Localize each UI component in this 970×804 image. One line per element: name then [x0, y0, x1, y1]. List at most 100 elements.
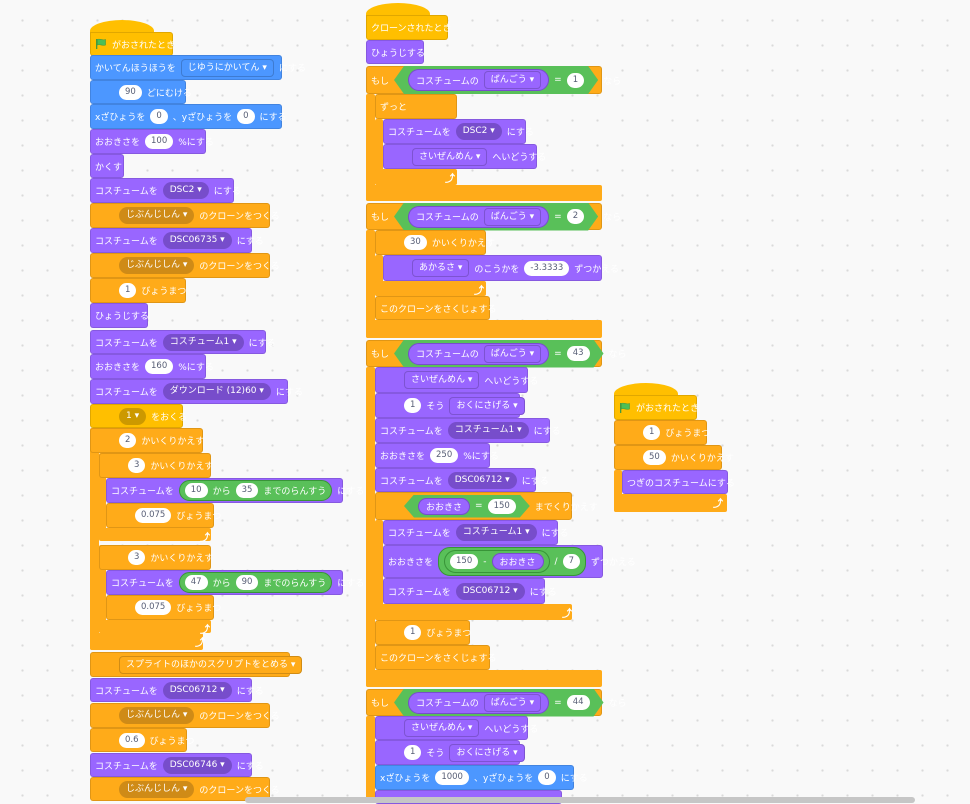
number-input[interactable]: 100 [145, 134, 174, 149]
looks-block[interactable]: コスチュームをDSC06735にする [90, 228, 264, 253]
number-input[interactable]: 0 [150, 109, 168, 124]
dropdown-menu[interactable]: おくにさげる [449, 743, 525, 762]
number-input[interactable]: 3 [128, 550, 146, 565]
control-block[interactable]: ずっと [375, 94, 457, 119]
dropdown-menu[interactable]: じぶんじしん [119, 207, 195, 224]
number-input[interactable]: 10 [184, 483, 208, 498]
dropdown-menu[interactable]: じぶんじしん [119, 780, 195, 798]
number-input[interactable]: 1000 [435, 770, 469, 785]
number-input[interactable]: 35 [235, 483, 259, 498]
number-input[interactable]: 90 [119, 84, 142, 100]
motion-block[interactable]: かいてんほうほうをじゆうにかいてんにする [90, 55, 306, 80]
looks-block[interactable]: コスチュームをDSC06746にする [90, 753, 264, 777]
looks-reporter[interactable]: コスチュームのばんごう [408, 692, 549, 714]
dropdown-menu[interactable]: さいぜんめん [404, 719, 480, 737]
control-block[interactable]: このクローンをさくじょする [375, 645, 497, 670]
dropdown-menu[interactable]: DSC06735 [162, 232, 232, 249]
dropdown-menu[interactable]: さいぜんめん [404, 371, 480, 389]
looks-block[interactable]: コスチュームをDSC06712にする [375, 468, 549, 492]
control-block[interactable]: じぶんじしんのクローンをつくる [90, 203, 280, 228]
control-block[interactable]: このクローンをさくじょする [375, 296, 497, 320]
dropdown-menu[interactable]: DSC06746 [162, 756, 232, 774]
number-input[interactable]: -3.3333 [524, 260, 570, 276]
number-input[interactable]: 50 [643, 450, 666, 465]
control-block[interactable]: スプライトのほかのスクリプトをとめる [90, 652, 303, 677]
number-input[interactable]: 1 [567, 73, 584, 88]
operator-reporter[interactable]: 150-おおきさ [444, 550, 550, 573]
number-input[interactable]: 0.075 [135, 600, 172, 615]
number-input[interactable]: 1 [404, 625, 422, 640]
dropdown-menu[interactable]: スプライトのほかのスクリプトをとめる [119, 655, 303, 674]
looks-block[interactable]: コスチュームをDSC2にする [90, 178, 241, 203]
number-input[interactable]: 1 [119, 283, 137, 298]
dropdown-menu[interactable]: コスチューム1 [162, 333, 244, 351]
dropdown-menu[interactable]: DSC2 [455, 123, 502, 140]
boolean-condition[interactable]: おおきさ=150 [404, 495, 530, 518]
dropdown-menu[interactable]: ばんごう [484, 208, 541, 226]
control-block[interactable]: じぶんじしんのクローンをつくる [90, 253, 280, 278]
dropdown-menu[interactable]: ダウンロード (12)60 [162, 383, 271, 400]
number-input[interactable]: 1 [404, 398, 422, 413]
number-input[interactable]: 2 [567, 209, 584, 224]
looks-block[interactable]: コスチュームをDSC06712にする [383, 578, 557, 604]
looks-block[interactable]: コスチュームをコスチューム1にする [383, 520, 569, 545]
number-input[interactable]: 250 [430, 448, 459, 463]
dropdown-menu[interactable]: DSC06712 [447, 471, 517, 489]
control-block[interactable]: じぶんじしんのクローンをつくる [90, 777, 280, 801]
number-input[interactable]: 7 [562, 554, 580, 569]
number-input[interactable]: 90 [235, 575, 259, 590]
hat-block[interactable]: がおされたとき [90, 32, 175, 56]
operator-reporter[interactable]: 150-おおきさ/7 [438, 547, 586, 576]
hat-block[interactable]: がおされたとき [614, 395, 699, 420]
number-input[interactable]: 150 [450, 554, 479, 569]
looks-block[interactable]: コスチュームをDSC06712にする [90, 678, 264, 702]
looks-block[interactable]: コスチュームをコスチューム1にする [375, 418, 561, 443]
dropdown-menu[interactable]: DSC06712 [455, 582, 525, 600]
number-input[interactable]: 2 [119, 433, 137, 448]
dropdown-menu[interactable]: さいぜんめん [412, 147, 488, 166]
number-input[interactable]: 0.6 [119, 732, 145, 748]
looks-reporter[interactable]: おおきさ [491, 553, 544, 570]
number-input[interactable]: 44 [567, 695, 590, 710]
hat-block[interactable]: クローンされたとき [366, 15, 452, 40]
number-input[interactable]: 1 [643, 425, 661, 440]
looks-block[interactable]: つぎのコスチュームにする [622, 470, 735, 494]
horizontal-scrollbar[interactable] [245, 797, 915, 803]
dropdown-menu[interactable]: じぶんじしん [119, 707, 195, 724]
dropdown-menu[interactable]: あかるさ [412, 259, 470, 277]
looks-reporter[interactable]: コスチュームのばんごう [408, 69, 549, 91]
number-input[interactable]: 150 [488, 499, 516, 514]
looks-block[interactable]: コスチュームをDSC2にする [383, 119, 534, 144]
number-input[interactable]: 160 [145, 359, 174, 374]
dropdown-menu[interactable]: DSC06712 [162, 681, 232, 699]
dropdown-menu[interactable]: じぶんじしん [119, 257, 195, 274]
looks-reporter[interactable]: コスチュームのばんごう [408, 343, 549, 365]
dropdown-menu[interactable]: 1 [119, 407, 147, 425]
dropdown-menu[interactable]: ばんごう [484, 345, 541, 363]
